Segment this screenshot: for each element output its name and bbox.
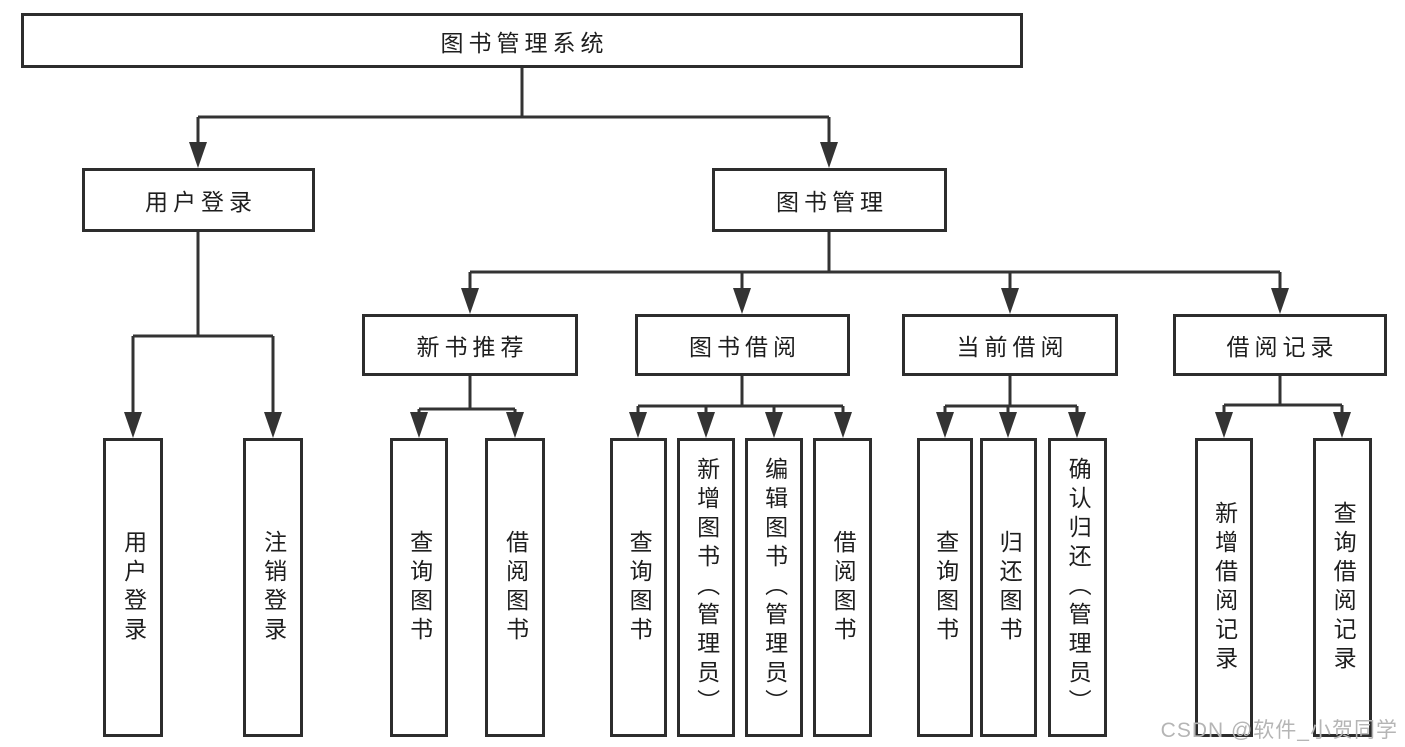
leaf-user-login: 用户登录	[103, 438, 163, 737]
leaf-newbook-borrow-label: 借阅图书	[502, 529, 529, 646]
leaf-current-confirm-label: 确认归还（管理员）	[1065, 457, 1092, 718]
leaf-newbook-query: 查询图书	[390, 438, 448, 737]
node-user-login-label: 用户登录	[145, 189, 257, 215]
node-book-mgmt: 图书管理	[712, 168, 947, 232]
csdn-watermark: CSDN @软件_小贺同学	[1160, 719, 1398, 742]
edge-bookborrow-to-leaves	[636, 376, 845, 430]
arrowheads	[124, 142, 1351, 438]
edge-borrowrecord-to-leaves	[1222, 376, 1344, 430]
leaf-logout: 注销登录	[243, 438, 303, 737]
leaf-borrow-borrow-label: 借阅图书	[830, 529, 857, 646]
node-new-book: 新书推荐	[362, 314, 578, 376]
node-borrow-record-label: 借阅记录	[1226, 334, 1339, 360]
leaf-borrow-add: 新增图书（管理员）	[677, 438, 735, 737]
leaf-current-return-label: 归还图书	[996, 529, 1023, 646]
leaf-borrow-query-label: 查询图书	[626, 529, 653, 646]
leaf-newbook-borrow: 借阅图书	[485, 438, 545, 737]
node-borrow-record: 借阅记录	[1173, 314, 1387, 376]
leaf-borrow-add-label: 新增图书（管理员）	[693, 457, 720, 718]
leaf-borrow-edit-label: 编辑图书（管理员）	[761, 457, 788, 718]
leaf-newbook-query-label: 查询图书	[406, 529, 433, 646]
leaf-borrow-borrow: 借阅图书	[813, 438, 872, 737]
leaf-borrow-query: 查询图书	[610, 438, 667, 737]
node-user-login: 用户登录	[82, 168, 315, 232]
edge-newbook-to-leaves	[417, 376, 517, 430]
leaf-borrow-edit: 编辑图书（管理员）	[745, 438, 803, 737]
node-root: 图书管理系统	[21, 13, 1023, 68]
node-new-book-label: 新书推荐	[416, 334, 529, 360]
node-book-borrow: 图书借阅	[635, 314, 850, 376]
node-book-mgmt-label: 图书管理	[776, 189, 888, 215]
node-current-borrow: 当前借阅	[902, 314, 1118, 376]
leaf-user-login-label: 用户登录	[120, 529, 147, 646]
leaf-record-add-label: 新增借阅记录	[1211, 500, 1238, 675]
edge-bookmgmt-to-level3	[468, 232, 1282, 306]
leaf-record-query: 查询借阅记录	[1313, 438, 1372, 737]
node-root-label: 图书管理系统	[440, 29, 609, 56]
leaf-current-return: 归还图书	[980, 438, 1037, 737]
leaf-record-query-label: 查询借阅记录	[1330, 500, 1357, 675]
leaf-current-confirm: 确认归还（管理员）	[1048, 438, 1107, 737]
leaf-current-query-label: 查询图书	[932, 529, 959, 646]
leaf-record-add: 新增借阅记录	[1195, 438, 1253, 737]
edge-root-to-level2	[196, 68, 831, 160]
node-current-borrow-label: 当前借阅	[956, 334, 1069, 360]
leaf-logout-label: 注销登录	[260, 529, 287, 646]
leaf-current-query: 查询图书	[917, 438, 973, 737]
node-book-borrow-label: 图书借阅	[689, 334, 801, 360]
edge-userlogin-to-leaves	[131, 232, 275, 430]
